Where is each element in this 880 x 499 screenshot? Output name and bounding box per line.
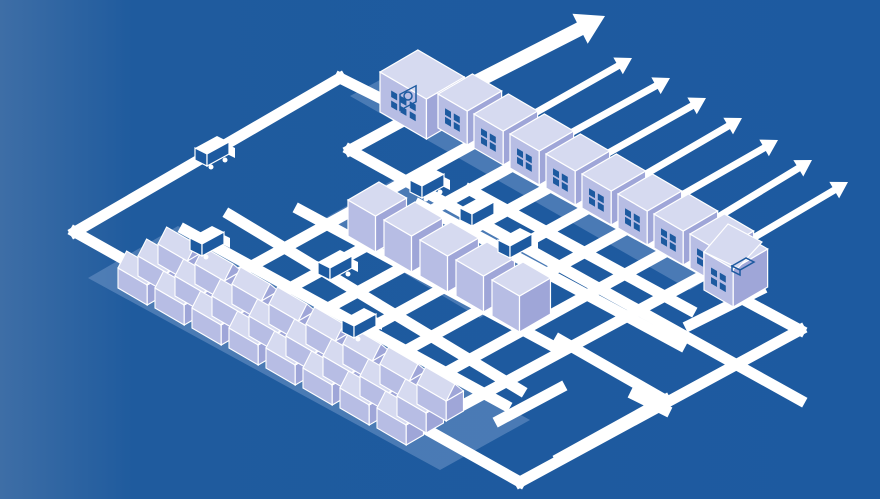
arrow-main <box>456 13 605 97</box>
window <box>697 256 704 267</box>
window <box>453 113 460 124</box>
window <box>400 95 407 106</box>
window <box>481 136 488 147</box>
truck <box>317 250 358 284</box>
factory-unit <box>416 366 465 422</box>
window <box>669 233 676 244</box>
window <box>553 176 560 187</box>
window <box>661 236 668 247</box>
window <box>517 156 524 167</box>
window <box>445 116 452 127</box>
window <box>633 213 640 224</box>
window <box>391 100 398 111</box>
window <box>661 228 668 239</box>
window <box>400 105 407 116</box>
truck <box>409 168 450 202</box>
window <box>481 128 488 139</box>
window <box>633 221 640 232</box>
end-house-roof <box>703 223 763 269</box>
window <box>669 241 676 252</box>
window <box>597 193 604 204</box>
window <box>517 148 524 159</box>
window <box>597 201 604 212</box>
window <box>525 161 532 172</box>
window <box>409 111 416 122</box>
window <box>711 267 718 278</box>
window <box>525 153 532 164</box>
road-segment <box>552 392 673 466</box>
window <box>697 248 704 259</box>
window <box>561 181 568 192</box>
building-icons <box>399 84 756 277</box>
road-segment <box>552 332 673 408</box>
truck <box>459 196 500 230</box>
window <box>589 196 596 207</box>
window <box>625 216 632 227</box>
tray-icon <box>730 257 756 277</box>
window <box>391 90 398 101</box>
window <box>453 121 460 132</box>
window <box>489 133 496 144</box>
truck <box>194 136 235 170</box>
window <box>711 276 718 287</box>
window <box>489 141 496 152</box>
trucks <box>189 136 538 342</box>
truck <box>341 308 382 342</box>
window <box>719 282 726 293</box>
road-segment <box>177 222 513 413</box>
gear-icon <box>399 84 417 112</box>
window <box>625 208 632 219</box>
road-segment <box>492 380 568 428</box>
window <box>589 188 596 199</box>
window <box>719 272 726 283</box>
window <box>561 173 568 184</box>
truck <box>497 228 538 262</box>
window <box>553 168 560 179</box>
window <box>445 108 452 119</box>
buildings <box>117 49 769 446</box>
crate-box <box>490 261 552 334</box>
truck <box>189 226 230 260</box>
